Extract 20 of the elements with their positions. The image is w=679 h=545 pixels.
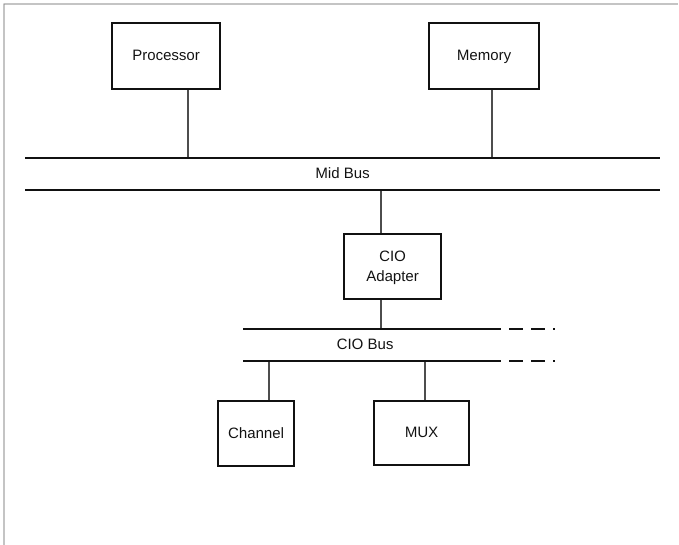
component-box [343,233,442,300]
component-label: MUX [404,423,438,443]
connector-line [187,90,189,157]
component-box [217,400,295,467]
bus-band [243,328,487,362]
connector-line [268,362,270,400]
component-box [111,22,221,90]
component-label: Processor [132,46,200,66]
component-box [373,400,470,466]
connector-line [380,300,382,328]
connector-line [424,362,426,400]
component-label: CIO Adapter [365,246,420,286]
bus-label: Mid Bus [315,164,370,184]
component-label: Memory [456,46,512,66]
connector-line [380,191,382,233]
bus-band [25,157,660,191]
component-label: Channel [228,424,284,444]
bus-label: CIO Bus [336,335,394,355]
component-box [428,22,540,90]
connector-line [491,90,493,157]
